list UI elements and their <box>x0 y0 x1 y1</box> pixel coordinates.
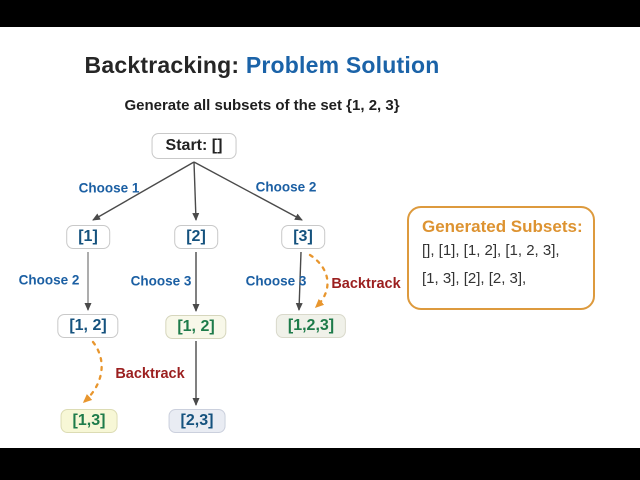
edge-label-choose-1: Choose 1 <box>78 180 140 196</box>
generated-subsets-panel: Generated Subsets: [], [1], [1, 2], [1, … <box>407 206 595 310</box>
subsets-line-2: [1, 3], [2], [2, 3], <box>422 270 527 287</box>
node-123: [1,2,3] <box>275 314 347 338</box>
subtitle: Generate all subsets of the set {1, 2, 3… <box>124 97 400 114</box>
node-23: [2,3] <box>168 409 226 433</box>
node-2: [2] <box>174 225 218 249</box>
edge-label-choose-3-mid: Choose 3 <box>130 273 192 289</box>
backtrack-label-right: Backtrack <box>331 276 401 292</box>
node-3: [3] <box>281 225 325 249</box>
node-12-mid: [1, 2] <box>165 315 227 339</box>
node-13: [1,3] <box>60 409 118 433</box>
subsets-line-1: [], [1], [1, 2], [1, 2, 3], <box>422 242 560 259</box>
node-12-left: [1, 2] <box>57 314 119 338</box>
generated-subsets-title: Generated Subsets: <box>422 217 583 236</box>
title-prefix: Backtracking: <box>84 52 240 78</box>
edge-label-choose-2-left: Choose 2 <box>18 272 80 288</box>
title-highlight: Problem Solution <box>245 52 440 78</box>
node-start: Start: [] <box>151 133 237 159</box>
page-title: Backtracking: Problem Solution <box>0 52 524 79</box>
backtrack-label-left: Backtrack <box>115 366 185 382</box>
node-1: [1] <box>66 225 110 249</box>
edge-label-choose-3-right: Choose 3 <box>245 273 307 289</box>
edge-label-choose-2-top: Choose 2 <box>255 179 317 195</box>
